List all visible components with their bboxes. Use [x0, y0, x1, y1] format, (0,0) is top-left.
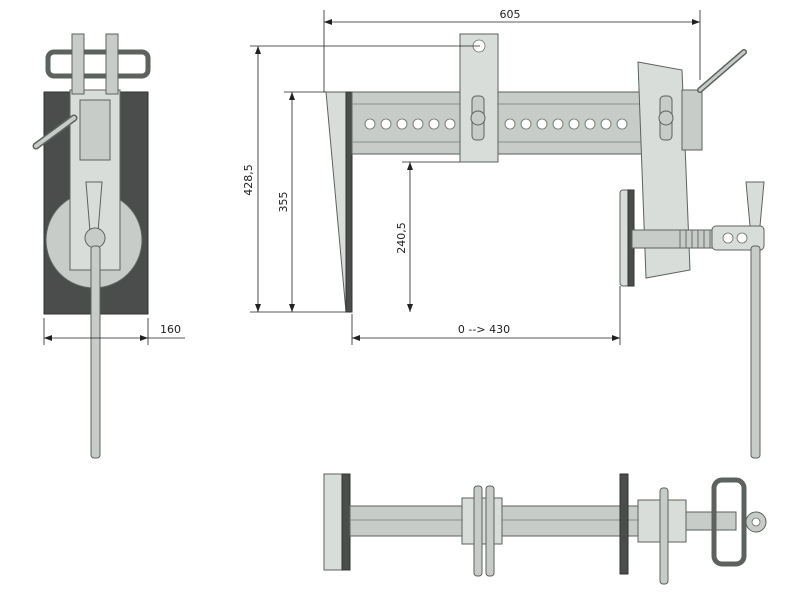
- side-view: [32, 33, 151, 459]
- dim-width: 160: [43, 318, 185, 345]
- movable-head: [637, 61, 691, 279]
- dim-jaw-height-label: 355: [277, 192, 290, 213]
- side-view-window: [79, 99, 111, 161]
- dim-opening: 0 --> 430: [351, 286, 621, 345]
- side-view-handle-loop: [45, 49, 151, 79]
- t-handle-knob: [745, 181, 765, 227]
- side-view-post-right: [105, 33, 119, 95]
- t-handle-rod: [750, 245, 761, 459]
- front-view: [325, 33, 765, 459]
- side-view-spindle-rod: [90, 245, 101, 459]
- dim-overall-length-label: 605: [500, 8, 521, 21]
- top-view-spindle: [685, 511, 737, 531]
- dim-throat-depth-label: 240,5: [395, 222, 408, 254]
- dim-overall-length: 605: [323, 8, 701, 92]
- dim-throat-depth: 240,5: [395, 161, 460, 312]
- top-view-handle-loop: [711, 477, 747, 567]
- top-view-pad: [619, 473, 629, 575]
- dim-overall-height: 428,5: [242, 45, 480, 313]
- dim-overall-height-label: 428,5: [242, 164, 255, 196]
- top-view: [323, 473, 767, 585]
- dim-jaw-height: 355: [277, 91, 326, 312]
- dim-opening-label: 0 --> 430: [458, 323, 510, 336]
- side-view-post-left: [71, 33, 85, 95]
- dim-width-label: 160: [160, 323, 181, 336]
